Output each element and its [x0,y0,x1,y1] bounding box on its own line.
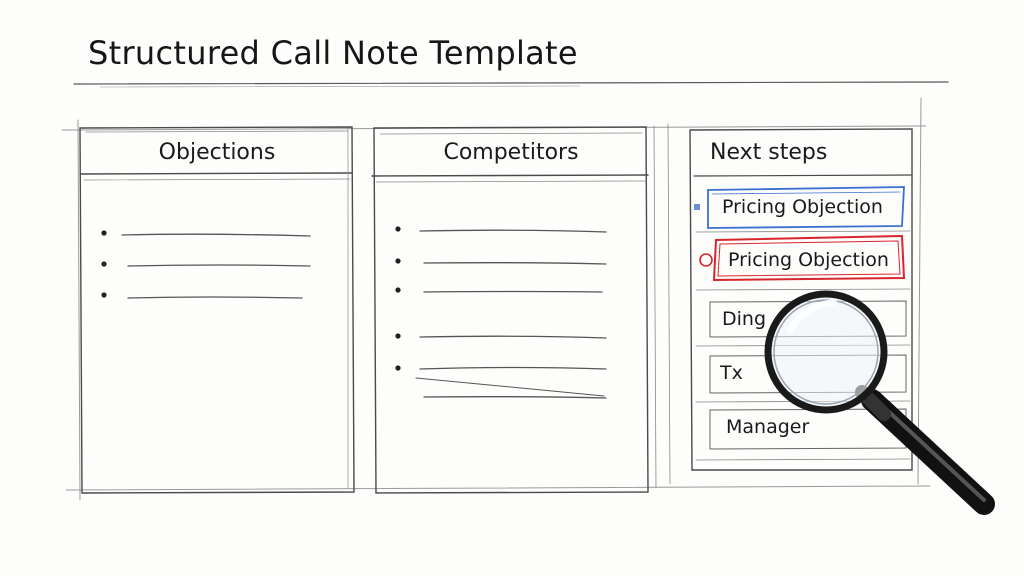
column-heading-objections: Objections [158,140,276,165]
magnifying-glass-icon [764,290,995,515]
competitors-bullets [395,226,401,371]
next-step-item: Ding [722,308,767,330]
column-heading-competitors: Competitors [443,140,579,165]
next-step-item: Tx [720,362,743,384]
objections-lines [121,233,311,299]
competitors-lines [415,229,607,399]
step-marker-blue [694,204,700,210]
step-marker-red [699,253,713,267]
step-markers [694,204,713,267]
step-highlight-blue-stroke [711,191,901,195]
next-step-item: Manager [726,416,810,438]
next-step-item: Pricing Objection [722,196,883,218]
step-highlight-red-inner [717,240,901,277]
objections-bullets [101,230,107,298]
title-underline [73,81,949,85]
column-heading-next-steps: Next steps [710,140,828,165]
competitors-panel [371,123,671,494]
page-title: Structured Call Note Template [88,34,578,72]
step-highlight-red [712,234,906,282]
next-step-item: Pricing Objection [728,249,889,271]
step-highlight-blue [707,186,905,229]
objections-panel [79,126,355,494]
